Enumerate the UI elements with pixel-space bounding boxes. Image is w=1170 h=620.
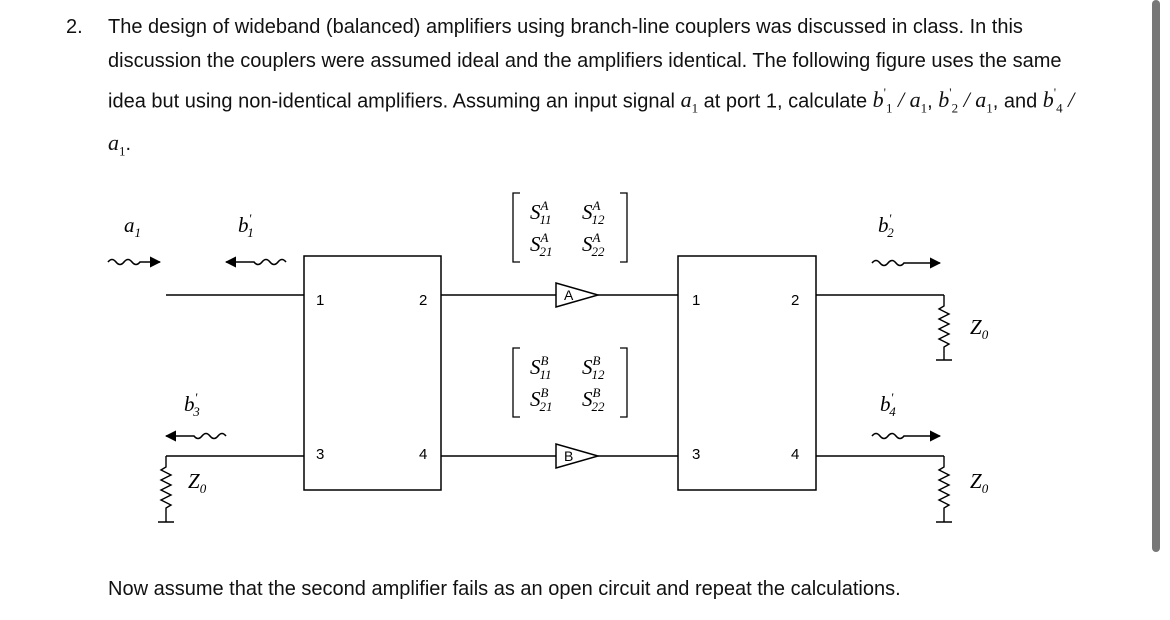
coupler-left: [303, 255, 442, 491]
coupler-right: [677, 255, 817, 491]
load-resistor-bottom: [936, 456, 952, 523]
scrollbar[interactable]: [1152, 0, 1160, 552]
termination-resistor-port3: [158, 456, 174, 523]
problem-number: 2.: [66, 16, 83, 38]
separator-period: .: [125, 132, 132, 155]
left-port-2: 2: [419, 292, 427, 309]
separator-comma: ,: [927, 90, 933, 113]
amplifier-b-triangle: [555, 443, 601, 469]
math-b1-over-a1: b'1 / a1: [872, 85, 928, 116]
amplifier-b-label: B: [564, 448, 573, 464]
load-resistor-top: [936, 295, 952, 361]
right-port-3: 3: [692, 446, 700, 463]
left-port-3: 3: [316, 446, 324, 463]
label-b2-prime: b'2: [878, 211, 894, 240]
amplifier-a-label: A: [564, 287, 574, 303]
right-port-1: 1: [692, 292, 700, 309]
label-z0-top: Z0: [970, 315, 989, 342]
problem-statement: 2. The design of wideband (balanced) amp…: [66, 10, 1096, 168]
problem-text-2: at port 1, calculate: [703, 90, 868, 113]
problem-text-1: The design of wideband (balanced) amplif…: [108, 16, 1062, 113]
right-port-4: 4: [791, 446, 799, 463]
wave-arrow-b1: [224, 256, 287, 268]
problem-text-3: , and: [992, 90, 1038, 113]
right-port-2: 2: [791, 292, 799, 309]
math-a1: a1: [680, 87, 699, 116]
left-port-4: 4: [419, 446, 427, 463]
label-b3-prime: b'3: [184, 390, 200, 419]
problem-body: The design of wideband (balanced) amplif…: [108, 10, 1096, 168]
label-z0-left: Z0: [188, 469, 207, 496]
label-b1-prime: b'1: [238, 211, 254, 240]
wave-arrow-b3: [164, 430, 227, 442]
math-b2-over-a1: b'2 / a1: [938, 85, 993, 116]
label-z0-bottom: Z0: [970, 469, 989, 496]
label-a1: a1: [124, 213, 141, 240]
amplifier-a-triangle: [555, 282, 601, 308]
failure-note: Now assume that the second amplifier fai…: [108, 578, 901, 600]
math-b4-over-a1: b'4 / a1: [108, 85, 1075, 159]
wave-arrow-a1: [107, 256, 162, 268]
wave-arrow-b4: [871, 430, 942, 442]
label-b4-prime: b'4: [880, 390, 896, 419]
left-port-1: 1: [316, 292, 324, 309]
wave-arrow-b2: [871, 257, 942, 269]
